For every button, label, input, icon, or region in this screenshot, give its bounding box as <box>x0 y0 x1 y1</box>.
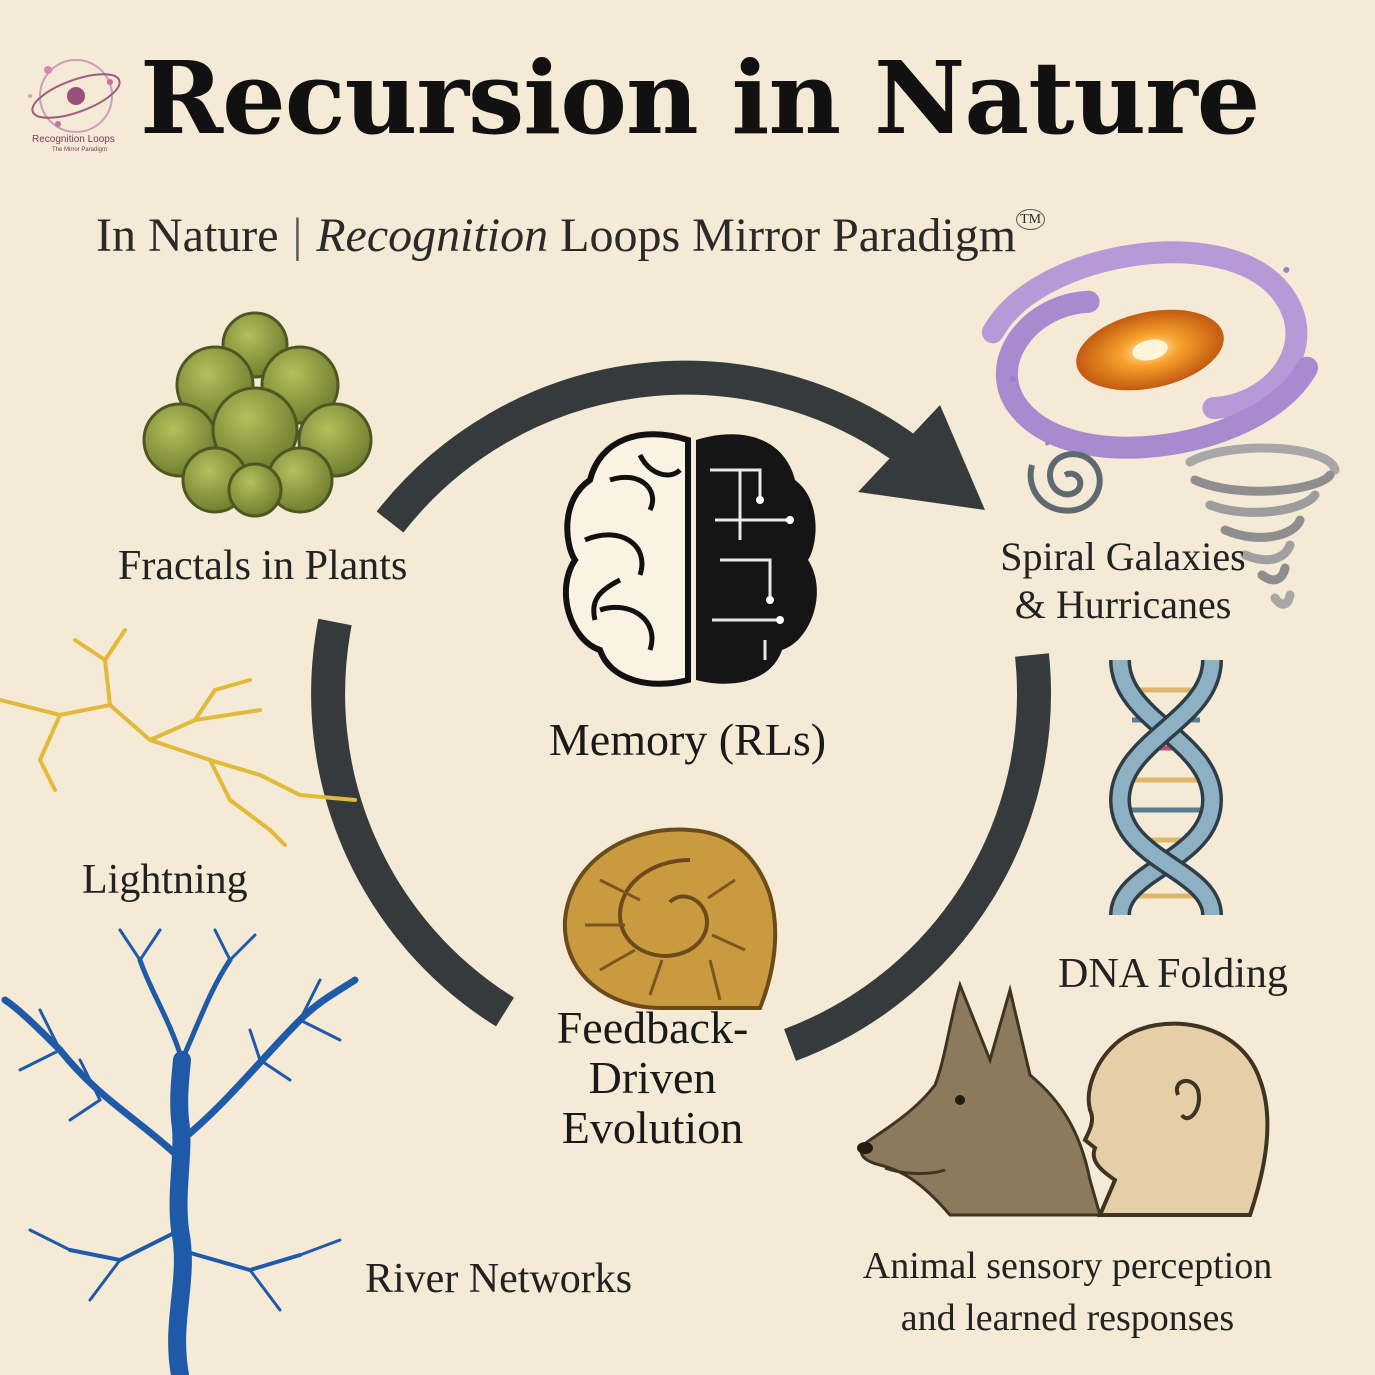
plant-fractal-icon <box>142 311 373 518</box>
label-spiral: Spiral Galaxies & Hurricanes <box>988 533 1258 629</box>
feedback-line-2: Driven <box>588 1052 717 1103</box>
spiral-line-1: Spiral Galaxies <box>1000 534 1246 579</box>
subtitle-separator: | <box>292 209 303 262</box>
dna-helix-icon <box>1108 659 1224 917</box>
label-lightning: Lightning <box>82 857 248 903</box>
shell-icon <box>562 827 778 1010</box>
center-label-feedback: Feedback- Driven Evolution <box>500 1003 805 1153</box>
lightning-icon <box>0 628 357 847</box>
feedback-line-3: Evolution <box>561 1102 744 1153</box>
trademark-mark: TM <box>1016 209 1046 230</box>
spiral-icon <box>1027 451 1103 514</box>
logo-name: Recognition Loops <box>32 134 115 145</box>
animal-line-1: Animal sensory perception <box>862 1245 1273 1287</box>
brain-icon <box>563 431 817 687</box>
label-fractals: Fractals in Plants <box>118 543 408 589</box>
cycle-arc-right <box>784 653 1051 1061</box>
subtitle-left: In Nature <box>96 209 279 262</box>
wolf-icon <box>857 980 1102 1217</box>
feedback-line-1: Feedback- <box>556 1002 749 1053</box>
cycle-arc-bottom <box>311 618 514 1027</box>
label-dna: DNA Folding <box>1058 951 1288 997</box>
spiral-line-2: & Hurricanes <box>1014 582 1232 627</box>
cycle-arrow <box>311 360 1051 1061</box>
subtitle-rest: Loops Mirror Paradigm <box>560 209 1017 262</box>
animal-line-2: and learned responses <box>900 1297 1235 1339</box>
hurricane-tornado-icon <box>1185 443 1340 609</box>
galaxy-icon <box>981 241 1319 459</box>
logo-emblem <box>28 59 121 133</box>
cycle-arrowhead <box>858 405 985 510</box>
page-title: Recursion in Nature <box>140 39 1260 157</box>
subtitle-italic: Recognition <box>316 209 549 262</box>
logo-tagline: The Mirror Paradigm <box>52 147 108 153</box>
center-label-memory: Memory (RLs) <box>548 714 827 765</box>
cycle-arc-top <box>376 360 931 533</box>
river-network-icon <box>1 928 359 1375</box>
human-head-icon <box>1082 1021 1270 1217</box>
page-subtitle: In Nature|Recognition Loops Mirror Parad… <box>96 208 1046 263</box>
label-rivers: River Networks <box>365 1256 633 1302</box>
label-animal: Animal sensory perception and learned re… <box>820 1240 1315 1344</box>
